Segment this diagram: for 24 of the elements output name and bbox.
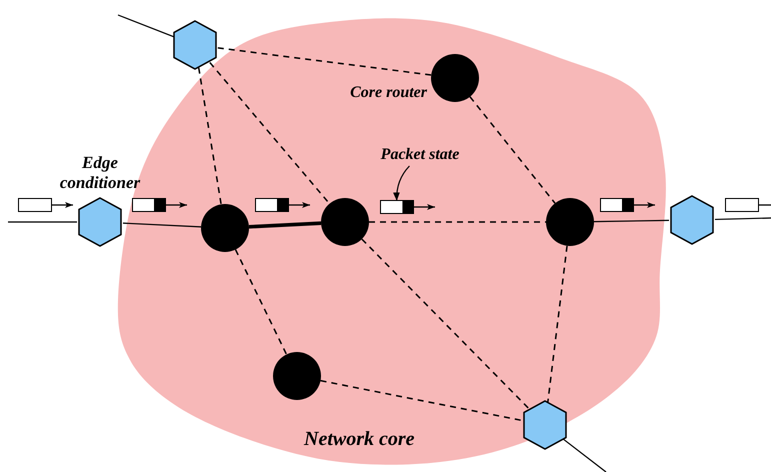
link-line	[547, 246, 568, 402]
link-line	[234, 249, 288, 355]
link-line	[209, 62, 330, 204]
text-label: Packet state	[380, 145, 460, 165]
link-line	[118, 14, 174, 38]
link-line	[562, 438, 606, 472]
node-caption: Edge conditioner	[58, 153, 142, 193]
link-line	[469, 96, 556, 204]
link-line	[393, 166, 410, 201]
region-label: Network core	[304, 427, 415, 452]
link-line	[8, 221, 77, 223]
link-line	[320, 380, 523, 422]
link-line	[714, 217, 771, 220]
packet-box	[380, 200, 414, 214]
node-caption: Core router	[350, 83, 427, 103]
link-line	[248, 221, 322, 229]
edge-hexagon	[173, 20, 217, 70]
link-line	[361, 238, 530, 410]
link-line	[122, 222, 202, 228]
link-line	[198, 68, 222, 204]
link-line	[594, 220, 670, 222]
edge-hexagon	[670, 195, 714, 245]
link-line	[218, 47, 432, 76]
link-line	[369, 221, 546, 223]
